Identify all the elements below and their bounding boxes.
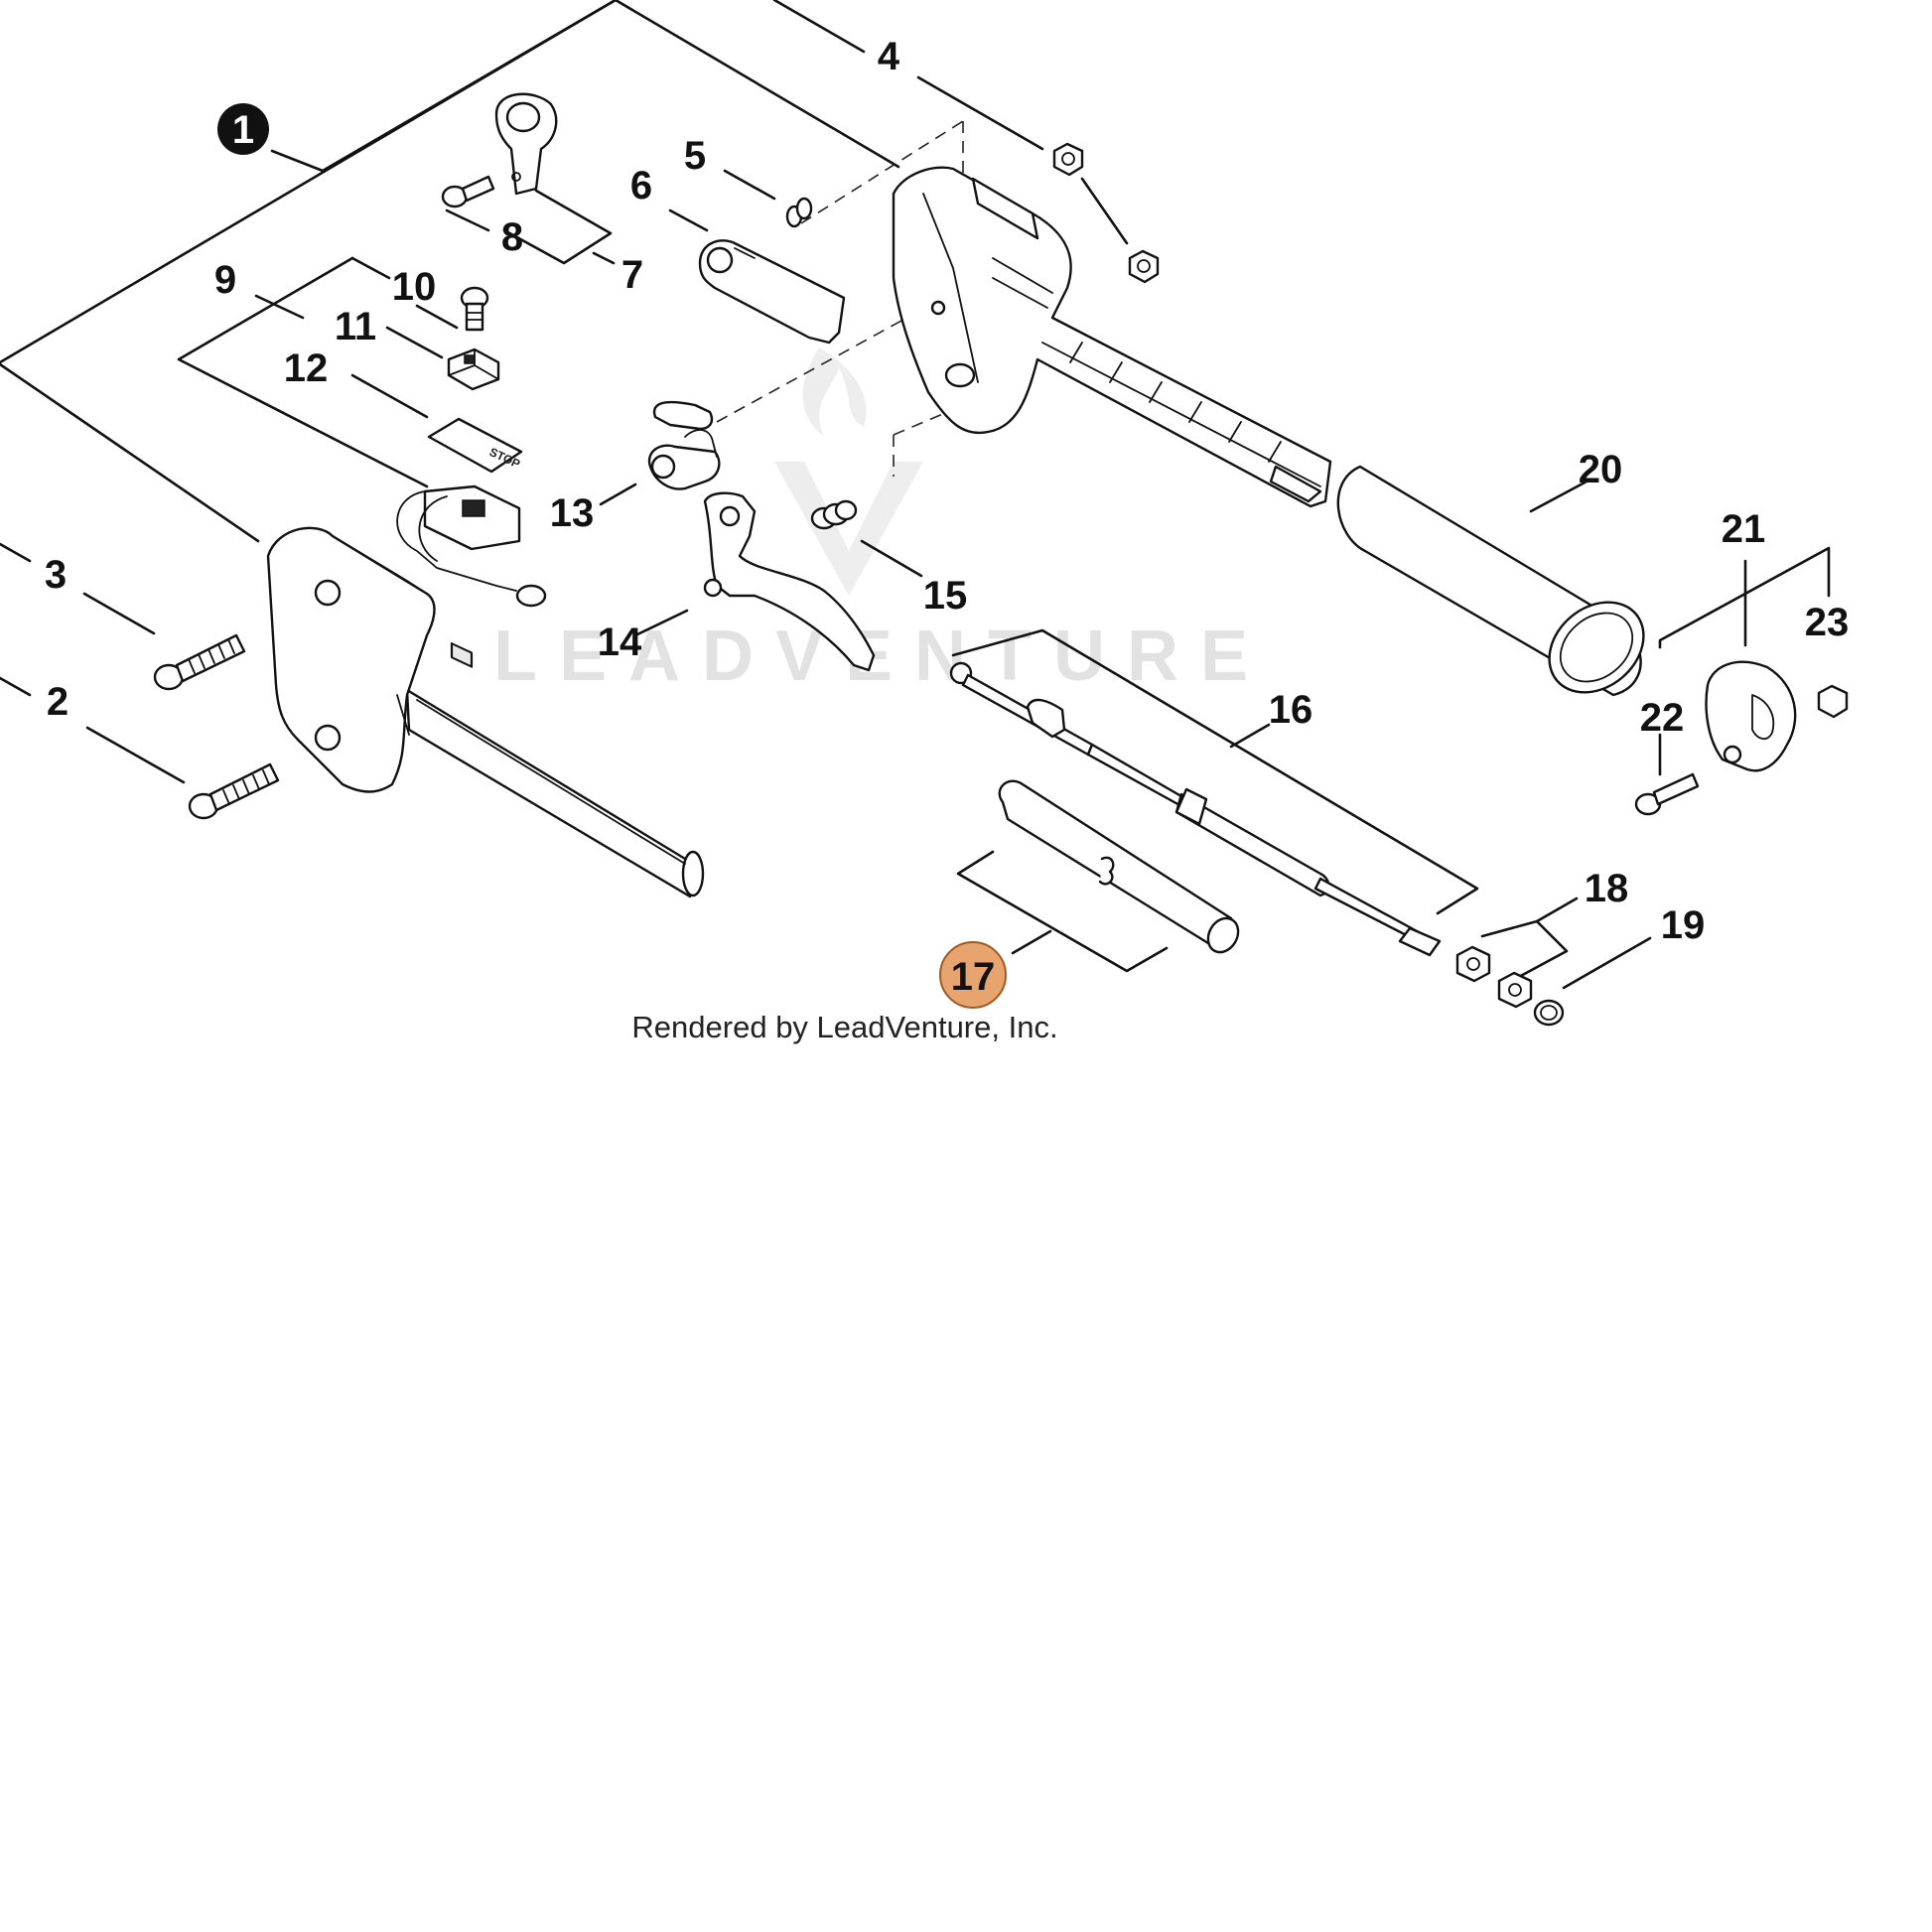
rendered-by-credit: Rendered by LeadVenture, Inc.	[631, 1010, 1057, 1044]
part-10-screw	[460, 286, 489, 332]
svg-text:11: 11	[335, 305, 376, 348]
callout-2[interactable]: 2	[47, 680, 69, 724]
callout-1-badge	[217, 103, 269, 155]
callout-19[interactable]: 19	[1661, 903, 1706, 947]
callout-3[interactable]: 3	[45, 553, 67, 597]
part-15-spring	[810, 499, 858, 530]
part-1-handle-housing	[266, 526, 705, 898]
svg-text:23: 23	[1805, 601, 1850, 644]
callout-22[interactable]: 22	[1640, 696, 1685, 740]
svg-text:13: 13	[550, 491, 595, 535]
callouts: 1 2 3 4 5 6 7 8 9 10 11 12 13 14 15 16 1…	[45, 35, 1850, 1009]
callout-12[interactable]: 12	[284, 346, 329, 390]
part-4-nut-lower	[1128, 249, 1160, 284]
callout-23[interactable]: 23	[1805, 601, 1850, 644]
callout-20[interactable]: 20	[1579, 448, 1623, 491]
callout-13[interactable]: 13	[550, 491, 595, 535]
part-16-throttle-cable	[949, 661, 1442, 957]
part-20-grip-tube	[1336, 465, 1645, 697]
callout-16[interactable]: 16	[1269, 688, 1313, 732]
callout-7[interactable]: 7	[621, 253, 643, 297]
part-6-lock-lever	[698, 239, 846, 345]
part-1-upper-housing	[892, 166, 1332, 508]
svg-text:2: 2	[47, 680, 69, 724]
svg-text:10: 10	[392, 265, 437, 309]
svg-text:21: 21	[1722, 507, 1766, 551]
part-23-nut	[1817, 684, 1849, 719]
part-7-clamp	[494, 92, 558, 196]
part-3-screw	[153, 633, 246, 691]
part-18-nut-b	[1497, 971, 1533, 1009]
part-22-screw	[1634, 772, 1700, 816]
callout-11[interactable]: 11	[335, 305, 376, 348]
callout-1[interactable]: 1	[217, 103, 269, 155]
svg-text:12: 12	[284, 346, 329, 390]
svg-text:22: 22	[1640, 696, 1685, 740]
callout-8[interactable]: 8	[501, 215, 523, 259]
svg-text:20: 20	[1579, 448, 1623, 491]
callout-17-highlight-badge	[939, 941, 1007, 1009]
svg-text:14: 14	[598, 621, 642, 664]
part-11-nut-block	[447, 347, 500, 391]
callout-17-label: 17	[951, 955, 996, 999]
callout-4[interactable]: 4	[878, 35, 900, 78]
svg-text:3: 3	[45, 553, 67, 597]
callout-14[interactable]: 14	[598, 621, 642, 664]
svg-text:7: 7	[621, 253, 643, 297]
svg-text:16: 16	[1269, 688, 1313, 732]
callout-10[interactable]: 10	[392, 265, 437, 309]
watermark-logo-icon	[774, 347, 923, 596]
part-19-ring	[1533, 999, 1565, 1027]
svg-text:19: 19	[1661, 903, 1706, 947]
svg-text:9: 9	[214, 258, 236, 302]
part-21-handle-clamp	[1705, 660, 1797, 772]
part-4-nut-upper	[1052, 142, 1084, 177]
callout-21[interactable]: 21	[1722, 507, 1766, 551]
part-14-throttle-trigger	[703, 491, 876, 672]
part-13-throttle-part	[647, 401, 721, 490]
svg-text:18: 18	[1585, 867, 1629, 910]
part-12-stop-sticker: STOP	[427, 417, 523, 668]
svg-text:6: 6	[630, 164, 652, 207]
part-18-nut-a	[1455, 945, 1491, 983]
part-8-screw	[441, 175, 495, 208]
callout-1-label: 1	[232, 108, 254, 152]
part-9-switch-assembly	[396, 484, 547, 608]
svg-text:8: 8	[501, 215, 523, 259]
svg-text:5: 5	[684, 134, 706, 178]
callout-17[interactable]: 17	[939, 941, 1007, 1009]
leader-lines	[0, 0, 1831, 990]
svg-text:15: 15	[923, 574, 968, 618]
callout-15[interactable]: 15	[923, 574, 968, 618]
callout-6[interactable]: 6	[630, 164, 652, 207]
part-17-cable-sleeve	[998, 779, 1240, 954]
part-2-screw	[188, 762, 280, 820]
part-5-pin	[785, 197, 813, 228]
callout-5[interactable]: 5	[684, 134, 706, 178]
callout-18[interactable]: 18	[1585, 867, 1629, 910]
callout-9[interactable]: 9	[214, 258, 236, 302]
svg-text:4: 4	[878, 35, 900, 78]
